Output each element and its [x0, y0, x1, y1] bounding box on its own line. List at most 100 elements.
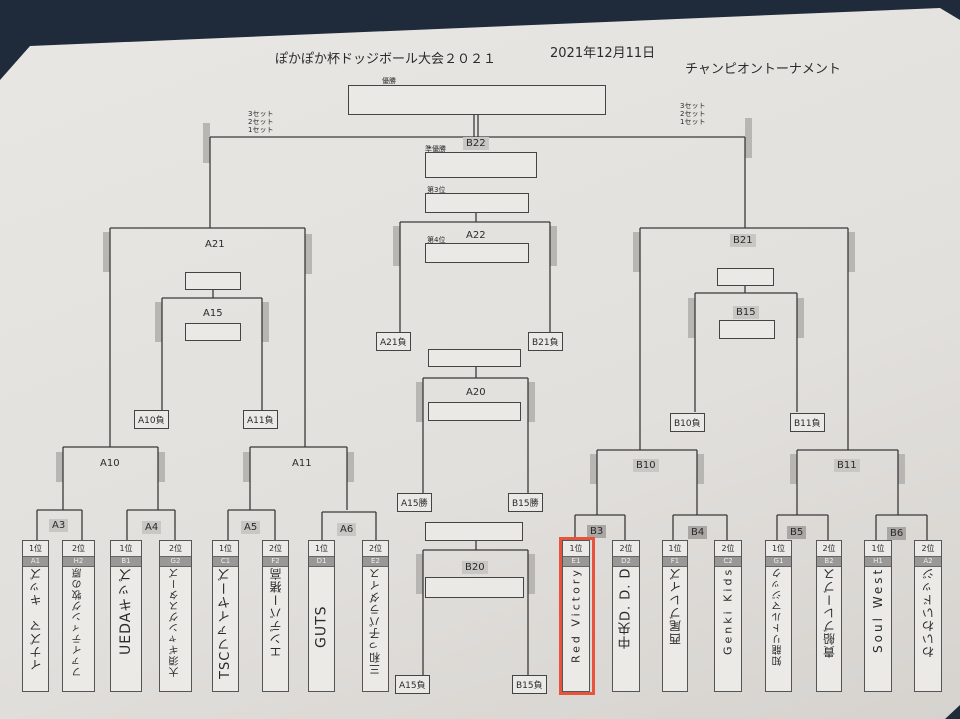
set-shading [56, 118, 905, 594]
tournament-date: 2021年12月11日 [550, 46, 656, 61]
match-a11: A11 [292, 458, 312, 469]
team-rank: 2位 [63, 541, 94, 557]
match-b20: B20 [462, 561, 488, 574]
match-a20: A20 [466, 387, 486, 398]
match-a22: A22 [466, 230, 486, 241]
team-rank: 2位 [715, 541, 741, 557]
team-rank: 2位 [915, 541, 941, 557]
match-a6: A6 [337, 523, 357, 536]
team-name: ファイティング牧の原 [73, 567, 84, 677]
team-seed: F2 [263, 557, 288, 567]
selected-team-highlight [559, 537, 595, 695]
team-seed: E2 [363, 557, 388, 567]
team-rank: 1位 [309, 541, 334, 557]
team-name: わいわいドッジ [921, 567, 936, 658]
team-seed: B1 [111, 557, 141, 567]
match-b3: B3 [587, 525, 607, 538]
champion-box [348, 85, 606, 115]
team-name: エンデバー猪高 [269, 567, 283, 658]
score-box [185, 272, 241, 290]
b10-loser-slot: B10負 [670, 413, 705, 432]
team-seed: G2 [160, 557, 191, 567]
team-seed: H1 [865, 557, 891, 567]
score-box [428, 402, 521, 421]
match-b5: B5 [787, 526, 807, 539]
team-seed: F1 [663, 557, 687, 567]
runner-up-box [425, 152, 537, 178]
team-seed: B2 [817, 557, 841, 567]
team-rank: 1位 [563, 541, 589, 557]
team-name: 知龍リトルマジック [773, 567, 784, 666]
b21-loser-slot: B21負 [528, 332, 563, 351]
a11-loser-slot: A11負 [243, 410, 278, 429]
team-rank: 1位 [111, 541, 141, 557]
team-name: 貴船ブレーブス [822, 567, 837, 658]
score-box [425, 577, 524, 598]
team-name: 中央D. D. D [618, 567, 634, 649]
team-name: 大須ギャングスターズ [170, 567, 181, 677]
runner-up-label: 準優勝 [425, 145, 446, 153]
match-a3: A3 [49, 519, 69, 532]
match-a15: A15 [203, 308, 223, 319]
third-box [425, 193, 529, 213]
score-box [425, 522, 523, 541]
match-b21: B21 [730, 234, 756, 247]
team-rank: 1位 [865, 541, 891, 557]
team-name: Soul West [871, 567, 885, 654]
match-a21: A21 [205, 239, 225, 250]
team-seed: C1 [213, 557, 238, 567]
team-seed: D1 [309, 557, 334, 567]
team-name: TSCファイヤーズ [218, 567, 233, 680]
set-label: 3セット [680, 102, 706, 110]
champion-label: 優勝 [382, 77, 396, 85]
match-b15: B15 [733, 306, 759, 319]
b11-loser-slot: B11負 [790, 413, 825, 432]
match-a10: A10 [100, 458, 120, 469]
match-b11: B11 [834, 459, 860, 472]
fourth-label: 第4位 [427, 236, 446, 244]
tournament-subtitle: チャンピオントーナメント [685, 62, 841, 77]
team-rank: 1位 [213, 541, 238, 557]
team-seed: H2 [63, 557, 94, 567]
score-box [717, 268, 774, 286]
set-label: 2セット [680, 110, 706, 118]
match-a4: A4 [142, 521, 162, 534]
set-label: 2セット [248, 118, 274, 126]
team-rank: 2位 [363, 541, 388, 557]
team-rank: 1位 [23, 541, 48, 557]
set-label: 1セット [680, 118, 706, 126]
team-name: UEDAキッズ [118, 567, 134, 656]
a15-loser-slot: A15負 [395, 675, 430, 694]
score-box [185, 323, 241, 341]
team-name: Genki Kids [721, 567, 735, 656]
team-rank: 1位 [766, 541, 791, 557]
team-rank: 2位 [817, 541, 841, 557]
b15-loser-slot: B15負 [512, 675, 547, 694]
team-name: 三和っ子パラダイス [368, 567, 382, 675]
score-box [719, 320, 775, 339]
team-seed: E1 [563, 557, 589, 567]
team-seed: G1 [766, 557, 791, 567]
a15-winner-slot: A15勝 [397, 493, 432, 512]
team-rank: 2位 [263, 541, 288, 557]
team-seed: A2 [915, 557, 941, 567]
set-label: 3セット [248, 110, 274, 118]
tournament-title: ぽかぽか杯ドッジボール大会２０２１ [275, 52, 497, 67]
team-seed: C2 [715, 557, 741, 567]
